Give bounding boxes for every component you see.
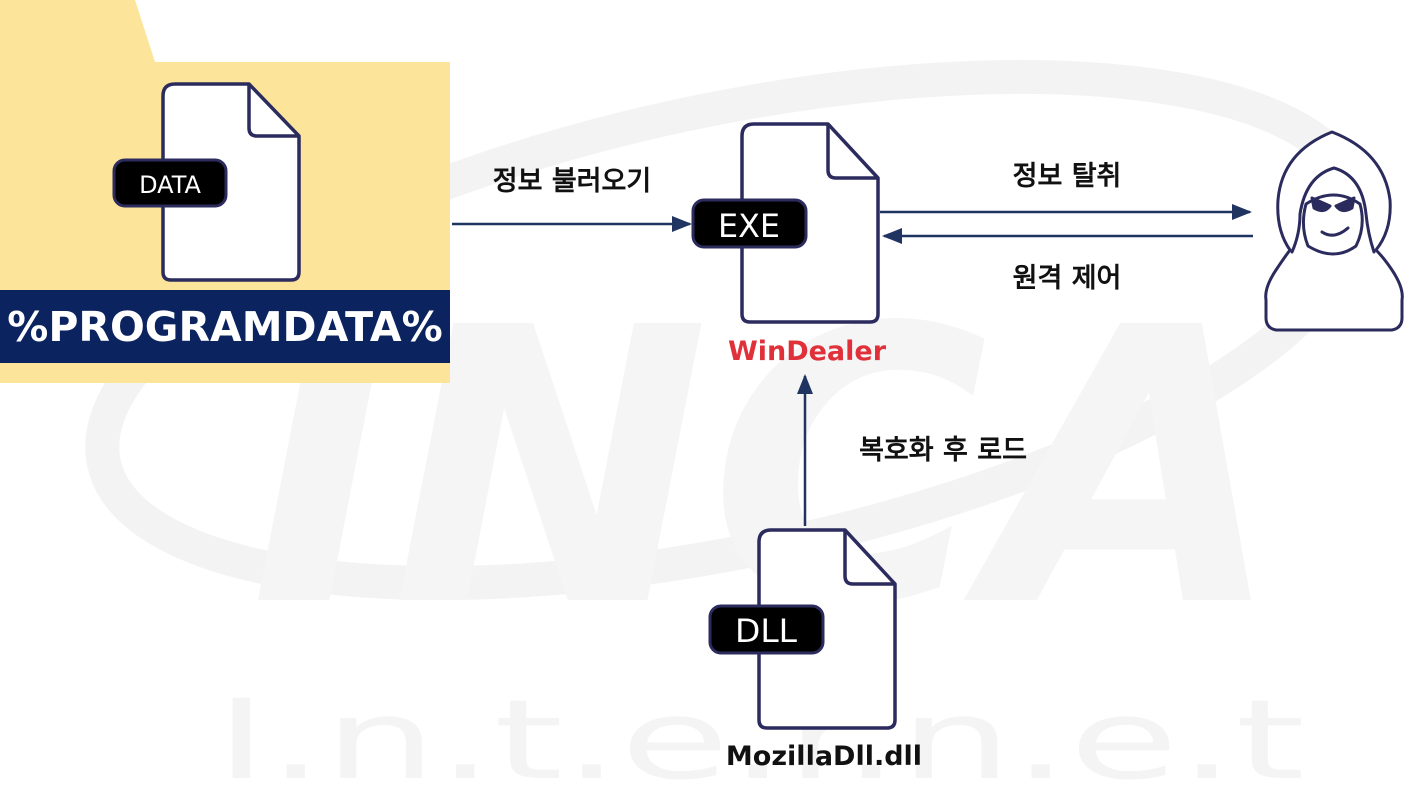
exe-file: EXE WinDealer xyxy=(691,122,887,367)
dll-badge xyxy=(708,604,825,655)
decrypt-load-label: 복호화 후 로드 xyxy=(859,435,1027,466)
folder-label-band xyxy=(0,290,450,363)
dll-badge-label: DLL xyxy=(735,612,797,650)
document-icon xyxy=(757,528,897,730)
exe-badge-label: EXE xyxy=(718,207,780,245)
exe-caption: WinDealer xyxy=(728,336,887,367)
document-icon xyxy=(161,82,301,282)
dll-caption: MozillaDll.dll xyxy=(726,741,922,772)
dll-file: DLL MozillaDll.dll xyxy=(708,528,922,772)
exe-badge xyxy=(691,198,808,249)
programdata-folder: %PROGRAMDATA% xyxy=(0,0,450,383)
data-badge xyxy=(112,158,228,208)
document-icon xyxy=(740,122,880,324)
flow-arrows xyxy=(452,204,1253,526)
data-file: DATA xyxy=(112,82,301,282)
data-badge-label: DATA xyxy=(139,171,201,199)
folder-label: %PROGRAMDATA% xyxy=(7,303,443,351)
remote-control-label: 원격 제어 xyxy=(1013,263,1122,294)
load-info-label: 정보 불러오기 xyxy=(493,166,651,197)
hooded-hacker-icon xyxy=(1264,130,1404,332)
exfiltrate-label: 정보 탈취 xyxy=(1013,161,1122,192)
